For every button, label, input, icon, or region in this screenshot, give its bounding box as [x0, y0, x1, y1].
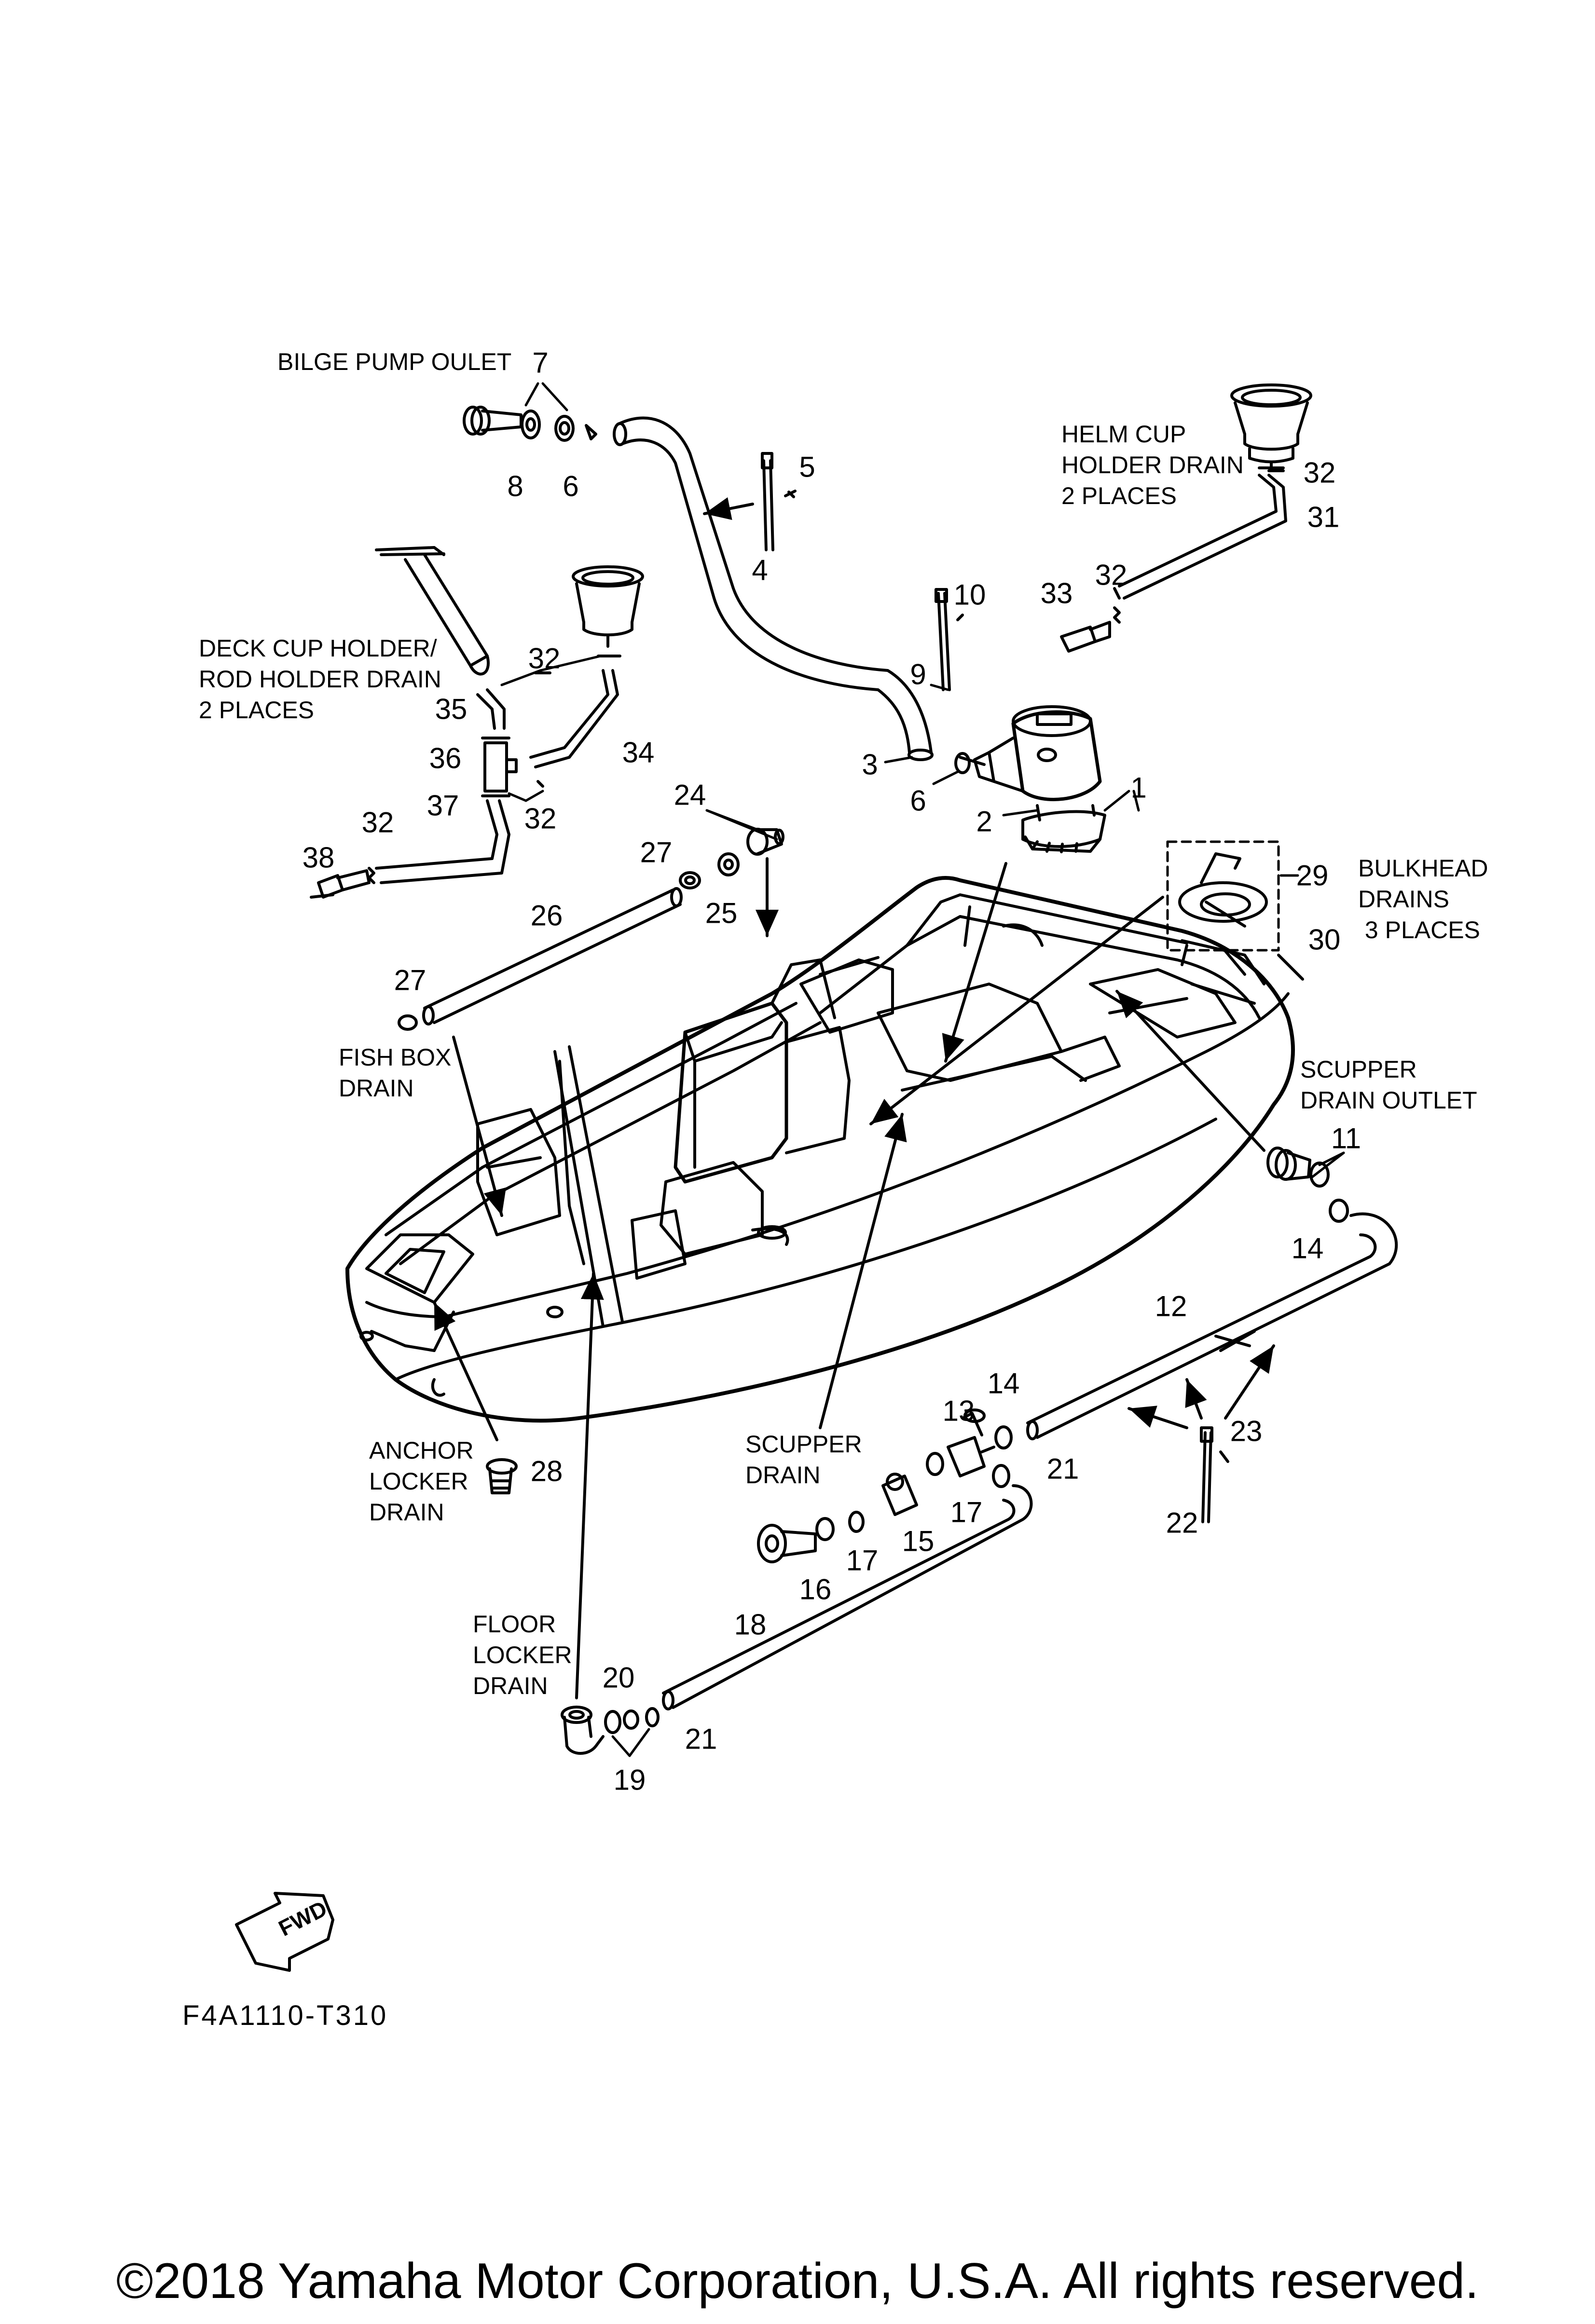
part-number: 11	[1331, 1122, 1361, 1155]
part-number: 35	[435, 693, 468, 725]
part-number: 27	[394, 964, 426, 997]
part-number: 34	[622, 736, 655, 769]
rod-holder	[375, 546, 490, 676]
part-number: 17	[950, 1496, 983, 1529]
part-number: 8	[507, 470, 523, 503]
part-number: 24	[674, 779, 706, 811]
anchor-locker-drain-fitting	[486, 1458, 518, 1494]
part-number: 32	[528, 642, 561, 675]
part-number: 21	[685, 1722, 717, 1755]
scupper-drain-label: SCUPPER DRAIN	[745, 1431, 862, 1489]
bilge-pump-outlet-assembly	[463, 406, 934, 761]
part-number: 30	[1308, 923, 1341, 956]
part-number: 7	[532, 346, 549, 379]
fish-box-drain-label: FISH BOX DRAIN	[339, 1044, 452, 1102]
part-number: 17	[846, 1544, 879, 1577]
helm-cup-holder-drain-label: HELM CUP HOLDER DRAIN 2 PLACES	[1061, 421, 1244, 509]
part-number: 14	[1291, 1232, 1324, 1265]
scupper-drain-assembly	[662, 1408, 1033, 1710]
fish-box-drain-fittings	[398, 828, 784, 1031]
part-number: 32	[1095, 559, 1128, 591]
part-number: 6	[910, 784, 926, 817]
part-number: 2	[976, 805, 992, 838]
part-number: 9	[910, 658, 926, 691]
part-number: 12	[1155, 1290, 1187, 1323]
scupper-drain-outlet	[1026, 1147, 1398, 1440]
part-number: 20	[602, 1661, 635, 1694]
deck-cup-holder-drain-label: DECK CUP HOLDER/ ROD HOLDER DRAIN 2 PLAC…	[199, 635, 441, 724]
part-number: 36	[429, 742, 462, 775]
part-number: 4	[752, 554, 768, 587]
cable-tie-9	[935, 588, 964, 691]
bulkhead-drain	[1166, 840, 1304, 981]
part-number: 6	[563, 470, 579, 503]
part-number: 15	[902, 1525, 935, 1558]
part-number: 10	[953, 578, 986, 611]
figure-code: F4A1110-T310	[182, 2000, 388, 2031]
part-number: 22	[1166, 1506, 1198, 1539]
direction-arrows	[433, 497, 1275, 1699]
part-number: 33	[1040, 577, 1073, 610]
part-number: 25	[705, 897, 738, 930]
part-number: 32	[361, 806, 394, 839]
scupper-drain-outlet-label: SCUPPER DRAIN OUTLET	[1300, 1056, 1477, 1114]
part-number: 28	[530, 1455, 563, 1488]
copyright-notice: ©2018 Yamaha Motor Corporation, U.S.A. A…	[116, 2253, 1479, 2309]
part-number: 21	[1046, 1452, 1079, 1485]
bilge-pump-outlet-label: BILGE PUMP OULET	[277, 348, 512, 375]
part-number: 1	[1130, 771, 1147, 804]
anchor-locker-drain-label: ANCHOR LOCKER DRAIN	[369, 1437, 474, 1526]
part-number: 18	[734, 1608, 767, 1641]
part-number: 14	[987, 1367, 1020, 1400]
helm-cup-holder	[1060, 383, 1312, 653]
cable-tie-22	[1200, 1426, 1229, 1523]
bulkhead-drains-label: BULKHEAD DRAINS 3 PLACES	[1358, 855, 1488, 943]
part-number: 3	[862, 748, 878, 781]
deck-cup-holder	[310, 469, 1285, 899]
part-number: 38	[302, 841, 335, 874]
part-number: 23	[1230, 1415, 1263, 1448]
part-number: 32	[1303, 456, 1336, 489]
floor-locker-drain-label: FLOOR LOCKER DRAIN	[473, 1611, 572, 1699]
leader-lines	[500, 382, 1345, 1757]
cable-tie-4	[761, 452, 797, 551]
floor-locker-drain-fitting	[561, 1706, 660, 1755]
part-number: 37	[426, 789, 459, 822]
part-number: 27	[640, 836, 673, 869]
part-number: 26	[530, 899, 563, 932]
boat-hull	[345, 876, 1295, 1423]
fwd-label: FWD	[275, 1896, 331, 1941]
forward-direction-icon: FWD	[235, 1892, 334, 1972]
part-number: 32	[524, 802, 557, 835]
part-number: 13	[942, 1394, 975, 1427]
part-number: 19	[613, 1764, 646, 1796]
part-number: 5	[799, 451, 815, 483]
part-number: 31	[1307, 501, 1340, 533]
part-number: 16	[799, 1573, 832, 1606]
bilge-pump	[954, 705, 1106, 853]
part-number: 29	[1296, 859, 1329, 892]
